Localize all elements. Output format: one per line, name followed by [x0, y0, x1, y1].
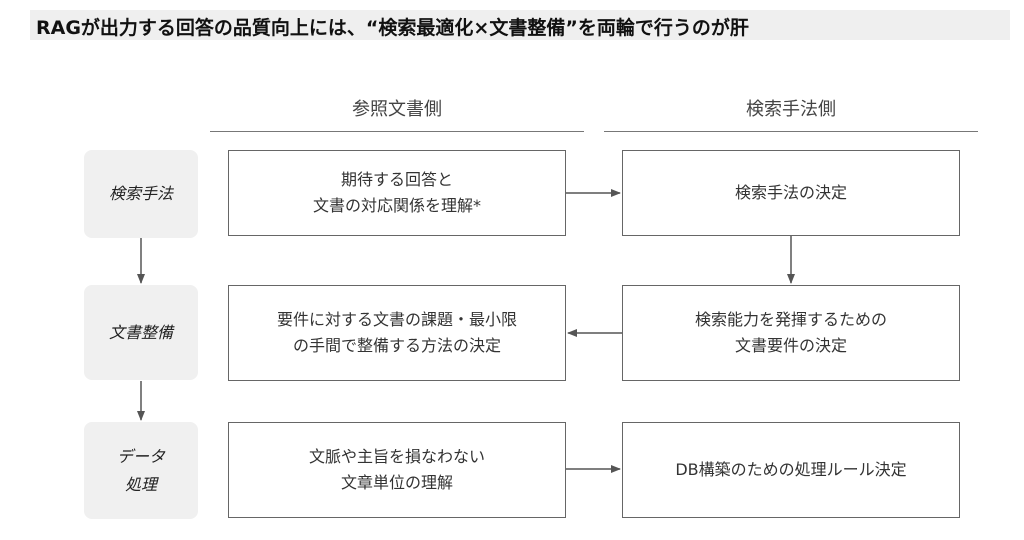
page-title: RAGが出力する回答の品質向上には、“検索最適化×文書整備”を両輪で行うのが肝	[36, 17, 749, 39]
row-label-search-method: 検索手法	[84, 150, 198, 238]
box-text-line: 検索手法の決定	[734, 183, 847, 202]
row-label-data-processing: データ 処理	[84, 422, 198, 519]
box-text-line: 期待する回答と	[340, 170, 453, 189]
box-text-line: 文書の対応関係を理解*	[312, 196, 481, 215]
box-text-unit-understanding: 文脈や主旨を損なわない 文章単位の理解	[228, 422, 566, 518]
row-label-text: 文書整備	[108, 322, 173, 342]
box-expected-answer-mapping: 期待する回答と 文書の対応関係を理解*	[228, 150, 566, 236]
column-header-reference-docs: 参照文書側	[352, 99, 442, 120]
column-rule-left	[210, 131, 584, 132]
box-text-line: DB構築のための処理ルール決定	[675, 460, 907, 479]
box-text-line: 要件に対する文書の課題・最小限	[276, 310, 517, 329]
box-text-line: 文脈や主旨を損なわない	[308, 447, 485, 466]
box-search-method-decision: 検索手法の決定	[622, 150, 960, 236]
title-bar: RAGが出力する回答の品質向上には、“検索最適化×文書整備”を両輪で行うのが肝	[30, 10, 1010, 40]
column-rule-right	[604, 131, 978, 132]
box-db-processing-rules: DB構築のための処理ルール決定	[622, 422, 960, 518]
box-text-line: 文書要件の決定	[734, 336, 847, 355]
box-text-line: 検索能力を発揮するための	[694, 310, 887, 329]
row-label-doc-prep: 文書整備	[84, 285, 198, 380]
box-text-line: 文章単位の理解	[340, 473, 453, 492]
column-header-search-method: 検索手法側	[746, 99, 836, 120]
row-label-text: 検索手法	[108, 184, 173, 203]
box-doc-requirements-decision: 検索能力を発揮するための 文書要件の決定	[622, 285, 960, 381]
box-text-line: の手間で整備する方法の決定	[292, 336, 501, 355]
box-doc-issues-decision: 要件に対する文書の課題・最小限 の手間で整備する方法の決定	[228, 285, 566, 381]
row-label-text-line1: データ	[116, 446, 165, 466]
row-label-text-line2: 処理	[124, 474, 157, 494]
